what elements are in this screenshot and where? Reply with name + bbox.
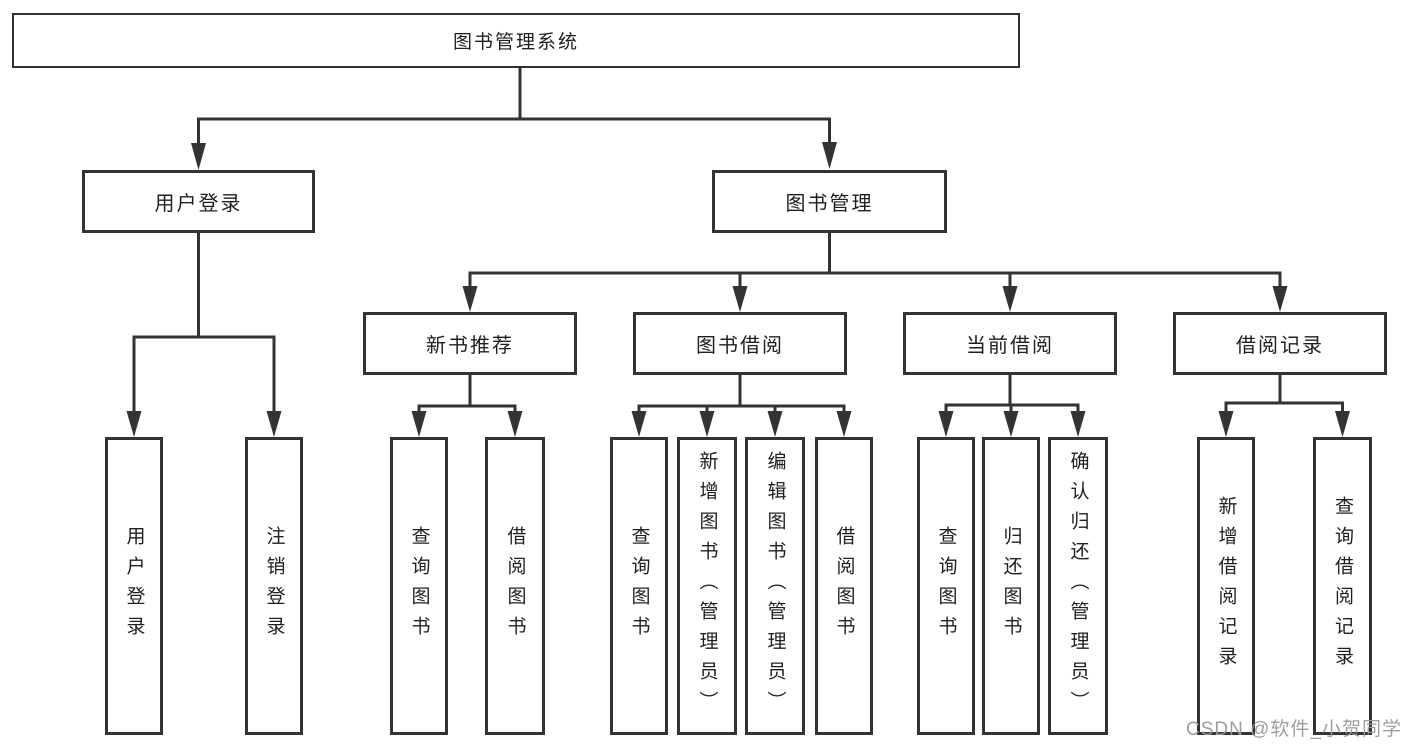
node-label: 当前借阅	[966, 335, 1054, 357]
node-label: 图书管理系统	[452, 32, 579, 53]
node-label: 图书管理	[785, 193, 874, 215]
leaf-query-books-current: 查询图书	[917, 437, 975, 735]
leaf-label: 查询图书	[628, 526, 650, 646]
leaf-label: 查询借阅记录	[1332, 496, 1353, 676]
leaf-borrow-books: 借阅图书	[815, 437, 873, 735]
node-library-management-system: 图书管理系统	[12, 13, 1020, 68]
leaf-label: 编辑图书（管理员）	[764, 451, 786, 721]
leaf-borrow-books-recommend: 借阅图书	[485, 437, 545, 735]
leaf-query-borrow-record: 查询借阅记录	[1313, 437, 1372, 735]
connector-lines	[132, 68, 1344, 414]
leaf-label: 归还图书	[1000, 526, 1022, 646]
leaf-label: 注销登录	[263, 526, 285, 646]
leaf-label: 借阅图书	[833, 526, 855, 646]
leaf-edit-books-admin: 编辑图书（管理员）	[745, 437, 805, 735]
leaf-label: 借阅图书	[504, 526, 526, 646]
leaf-label: 查询图书	[935, 526, 957, 646]
leaf-query-books-recommend: 查询图书	[390, 437, 448, 735]
node-label: 新书推荐	[426, 335, 514, 357]
leaf-label: 新增图书（管理员）	[696, 451, 718, 721]
leaf-label: 用户登录	[123, 526, 145, 646]
leaf-logout: 注销登录	[245, 437, 303, 735]
node-current-borrowing: 当前借阅	[903, 312, 1117, 375]
node-label: 图书借阅	[696, 335, 784, 357]
leaf-user-login: 用户登录	[105, 437, 163, 735]
leaf-return-books: 归还图书	[982, 437, 1040, 735]
leaf-label: 查询图书	[408, 526, 430, 646]
node-book-management: 图书管理	[712, 170, 947, 233]
node-label: 借阅记录	[1236, 335, 1324, 357]
leaf-add-books-admin: 新增图书（管理员）	[677, 437, 737, 735]
leaf-add-borrow-record: 新增借阅记录	[1197, 437, 1255, 735]
node-new-book-recommendation: 新书推荐	[363, 312, 577, 375]
node-user-login: 用户登录	[82, 170, 315, 233]
csdn-watermark: CSDN @软件_小贺同学	[1186, 719, 1402, 740]
node-label: 用户登录	[154, 193, 243, 215]
leaf-label: 确认归还（管理员）	[1067, 451, 1089, 721]
arrowhead-icons	[126, 142, 1350, 437]
node-borrowing-records: 借阅记录	[1173, 312, 1387, 375]
leaf-query-books-borrow: 查询图书	[610, 437, 668, 735]
leaf-confirm-return-admin: 确认归还（管理员）	[1048, 437, 1108, 735]
node-book-borrowing: 图书借阅	[633, 312, 847, 375]
leaf-label: 新增借阅记录	[1215, 496, 1237, 676]
